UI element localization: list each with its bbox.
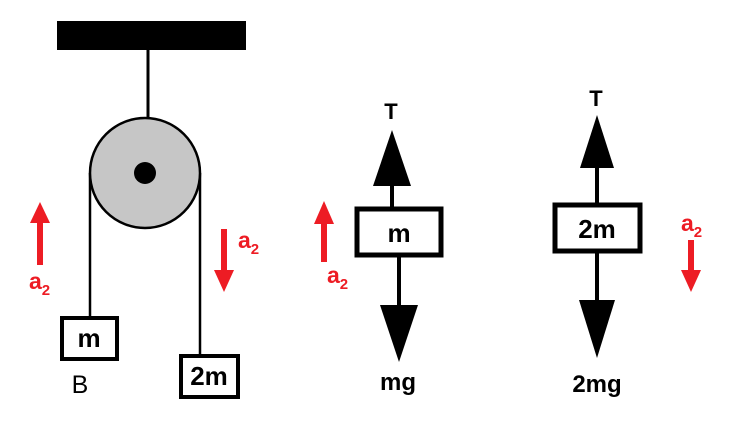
tension-label: T: [589, 86, 603, 111]
accel-base: a: [238, 227, 251, 253]
mass-2m-label: 2m: [190, 361, 228, 391]
accel-base: a: [29, 268, 42, 294]
weight-label: mg: [380, 369, 416, 396]
point-b-label: B: [72, 371, 89, 399]
accel-label: a2: [681, 210, 702, 241]
pulley-system: a2 a2 m 2m B: [29, 21, 259, 399]
mass-2m-box: [179, 354, 240, 399]
accel-down-arrow: [681, 240, 701, 292]
arrow-head-down-icon: [579, 300, 615, 358]
arrow-head-down-icon: [380, 305, 418, 362]
tension-arrow-up: [580, 115, 614, 207]
accel-base: a: [681, 210, 694, 236]
fbd-mass-2m: T 2m 2mg a2: [552, 86, 702, 398]
weight-arrow-down: [380, 255, 418, 362]
fbd-2m-label: 2m: [578, 214, 616, 244]
accel-arrow-head-down-icon: [681, 270, 701, 292]
mass-m-label: m: [77, 323, 100, 353]
accel-label-left: a2: [29, 268, 50, 299]
accel-arrow-head-down-icon: [214, 270, 234, 292]
accel-label: a2: [327, 262, 348, 293]
fbd-m-label: m: [387, 218, 410, 248]
pulley-hub: [134, 162, 156, 184]
weight-label: 2mg: [572, 371, 621, 398]
accel-subscript: 2: [694, 224, 702, 241]
arrow-head-up-icon: [373, 130, 411, 186]
accel-arrow-head-up-icon: [30, 202, 50, 223]
accel-arrow-head-up-icon: [314, 201, 334, 224]
accel-subscript: 2: [42, 282, 50, 299]
accel-label-right: a2: [238, 227, 259, 258]
accel-down-arrow-right: [214, 229, 234, 292]
fbd-mass-m: T m mg a2: [314, 99, 444, 396]
accel-up-arrow-left: [30, 202, 50, 265]
accel-up-arrow: [314, 201, 334, 262]
weight-arrow-down: [579, 251, 615, 358]
accel-subscript: 2: [340, 276, 348, 293]
tension-arrow-up: [373, 130, 411, 211]
arrow-head-up-icon: [580, 115, 614, 168]
accel-subscript: 2: [251, 241, 259, 258]
fbd-2m-box: [552, 202, 643, 254]
mass-m-box: [60, 316, 119, 361]
ceiling-bar: [57, 21, 246, 50]
tension-label: T: [384, 99, 398, 124]
accel-base: a: [327, 262, 340, 288]
